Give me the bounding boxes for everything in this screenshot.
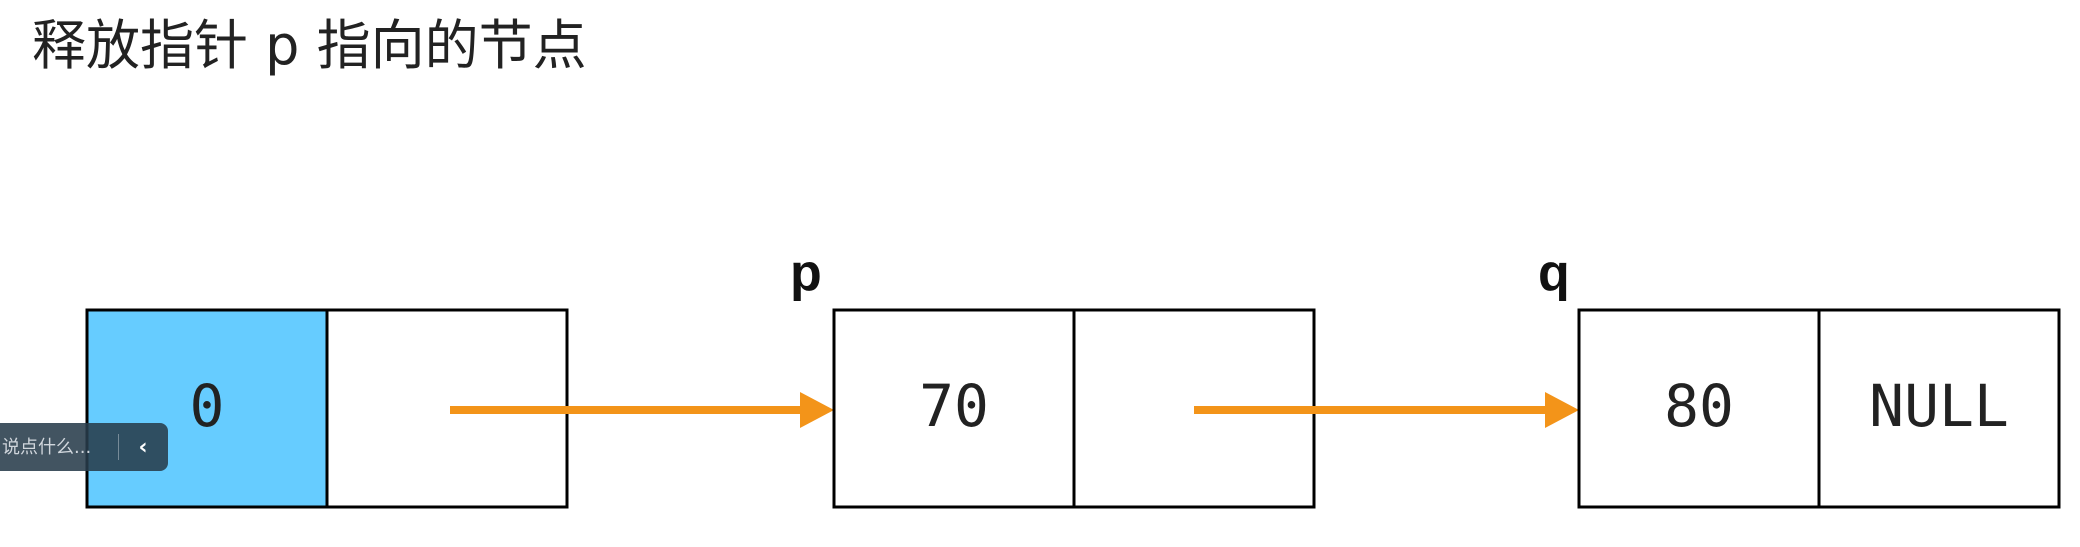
node-1-data-value: 0 (190, 372, 225, 440)
node-3-data-value: 80 (1664, 372, 1734, 440)
node-1-data-cell (85, 308, 329, 509)
arrow-head-1 (800, 392, 834, 428)
node-3-next-cell (1817, 308, 2061, 509)
collapse-button[interactable]: ‹ (119, 423, 167, 471)
comment-input[interactable] (0, 423, 118, 471)
comment-widget: ‹ (0, 423, 168, 471)
pointer-label-p: p (790, 244, 822, 302)
page-title: 释放指针 p 指向的节点 (32, 14, 587, 77)
pointer-label-q: q (1538, 244, 1570, 302)
chevron-left-icon: ‹ (138, 434, 148, 460)
node-2-data-value: 70 (919, 372, 989, 440)
next-arrow-1 (450, 392, 834, 428)
next-arrow-2 (1194, 392, 1579, 428)
list-node-3: 80 NULL (1577, 308, 2061, 509)
node-3-data-cell (1577, 308, 1821, 509)
node-3-next-value: NULL (1869, 372, 2009, 440)
arrow-head-2 (1545, 392, 1579, 428)
comment-divider (118, 434, 119, 460)
